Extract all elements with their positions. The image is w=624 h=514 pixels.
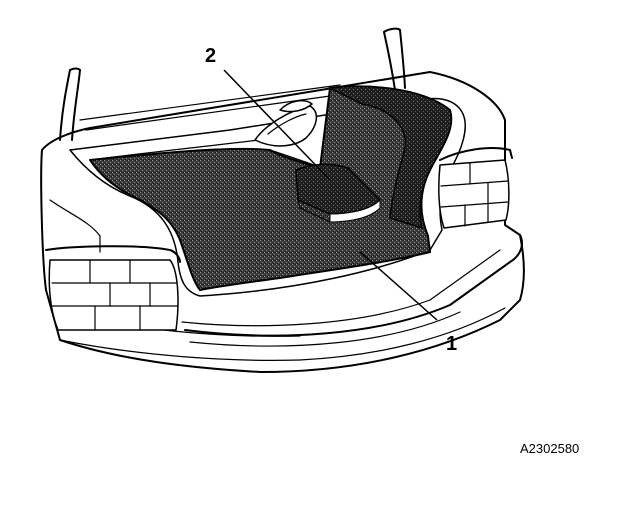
figure-id: A2302580 — [520, 441, 579, 456]
left-tail-lamp — [45, 199, 181, 331]
storage-compartment — [295, 163, 382, 223]
leader-line-2 — [223, 69, 331, 181]
callout-1: 1 — [446, 333, 457, 355]
callout-2: 2 — [205, 45, 216, 67]
leader-lines — [223, 69, 438, 321]
right-tail-lamp — [438, 147, 513, 229]
trunk-fixtures — [254, 99, 318, 147]
leader-line-1 — [359, 251, 438, 321]
